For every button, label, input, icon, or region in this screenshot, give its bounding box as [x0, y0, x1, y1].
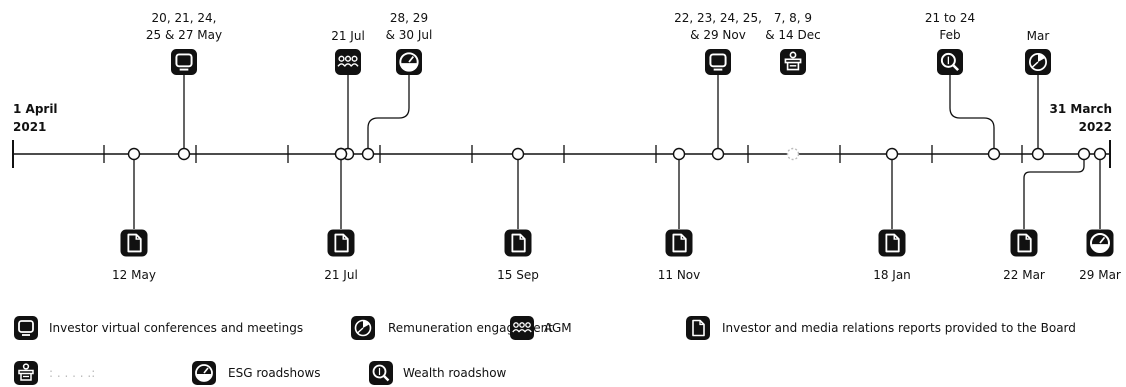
event-date-label: 15 Sep: [497, 268, 539, 282]
monitor-icon: [171, 49, 197, 75]
esg-gauge-icon: [1086, 229, 1114, 257]
event-node: [177, 147, 191, 161]
magnifier-icon: [937, 49, 963, 75]
event-label: 20, 21, 24,: [152, 11, 217, 25]
podium-icon: [14, 361, 38, 385]
legend-item-report: Investor and media relations reports pro…: [722, 321, 1076, 335]
monitor-icon: [14, 316, 38, 340]
event-label: 21 Jul: [331, 29, 365, 43]
esg-gauge-icon: [396, 49, 422, 75]
magnifier-icon: [369, 361, 393, 385]
event-date-label: 21 Jul: [324, 268, 358, 282]
event-node: [127, 147, 141, 161]
timeline-end-label: 31 March: [1050, 102, 1113, 116]
esg-gauge-icon: [192, 361, 216, 385]
event-label: & 14 Dec: [765, 28, 820, 42]
event-date-label: 12 May: [112, 268, 156, 282]
podium-icon: [780, 49, 806, 75]
event-node: [1093, 147, 1107, 161]
event-label: 21 to 24: [925, 11, 975, 25]
legend-label: ESG roadshows: [228, 366, 321, 380]
timeline-start-year: 2021: [13, 120, 46, 134]
event-node: [885, 147, 899, 161]
event-node: [672, 147, 686, 161]
legend-item-agm: AGM: [544, 321, 572, 335]
document-icon: [665, 229, 693, 257]
timeline-start-label: 1 April: [13, 102, 58, 116]
event-node: [361, 147, 375, 161]
legend-label: Investor and media relations reports pro…: [722, 321, 1076, 335]
event-node: [786, 147, 800, 161]
pie-chart-icon: [351, 316, 375, 340]
event-node: [511, 147, 525, 161]
legend-item-esg: ESG roadshows: [228, 366, 321, 380]
event-label: Mar: [1027, 29, 1050, 43]
document-icon: [327, 229, 355, 257]
legend-label: Wealth roadshow: [403, 366, 507, 380]
timeline-end-year: 2022: [1079, 120, 1112, 134]
people-icon: [335, 49, 361, 75]
document-icon: [686, 316, 710, 340]
event-node: [1077, 147, 1091, 161]
document-icon: [878, 229, 906, 257]
event-label: 25 & 27 May: [146, 28, 222, 42]
event-date-label: 11 Nov: [658, 268, 701, 282]
legend-label: AGM: [544, 321, 572, 335]
document-icon: [504, 229, 532, 257]
event-connector: [949, 75, 995, 148]
legend-item-virtual: Investor virtual conferences and meeting…: [49, 321, 303, 335]
event-label: Feb: [939, 28, 960, 42]
event-label: 28, 29: [390, 11, 428, 25]
event-node: [1031, 147, 1045, 161]
event-label: & 30 Jul: [386, 28, 433, 42]
event-connector: [1023, 160, 1085, 229]
legend-item-podium: : . . . . .:: [49, 366, 95, 380]
event-date-label: 29 Mar: [1079, 268, 1121, 282]
event-connector: [367, 75, 410, 148]
legend-label: Investor virtual conferences and meeting…: [49, 321, 303, 335]
legend-item-wealth: Wealth roadshow: [403, 366, 507, 380]
monitor-icon: [705, 49, 731, 75]
event-date-label: 18 Jan: [873, 268, 911, 282]
legend-label: : . . . . .:: [49, 366, 95, 380]
event-label: 22, 23, 24, 25,: [674, 11, 762, 25]
event-node: [987, 147, 1001, 161]
event-node: [334, 147, 348, 161]
document-icon: [120, 229, 148, 257]
people-icon: [510, 316, 534, 340]
event-label: 7, 8, 9: [774, 11, 812, 25]
event-node: [711, 147, 725, 161]
event-date-label: 22 Mar: [1003, 268, 1045, 282]
event-label: & 29 Nov: [690, 28, 746, 42]
document-icon: [1010, 229, 1038, 257]
pie-chart-icon: [1025, 49, 1051, 75]
